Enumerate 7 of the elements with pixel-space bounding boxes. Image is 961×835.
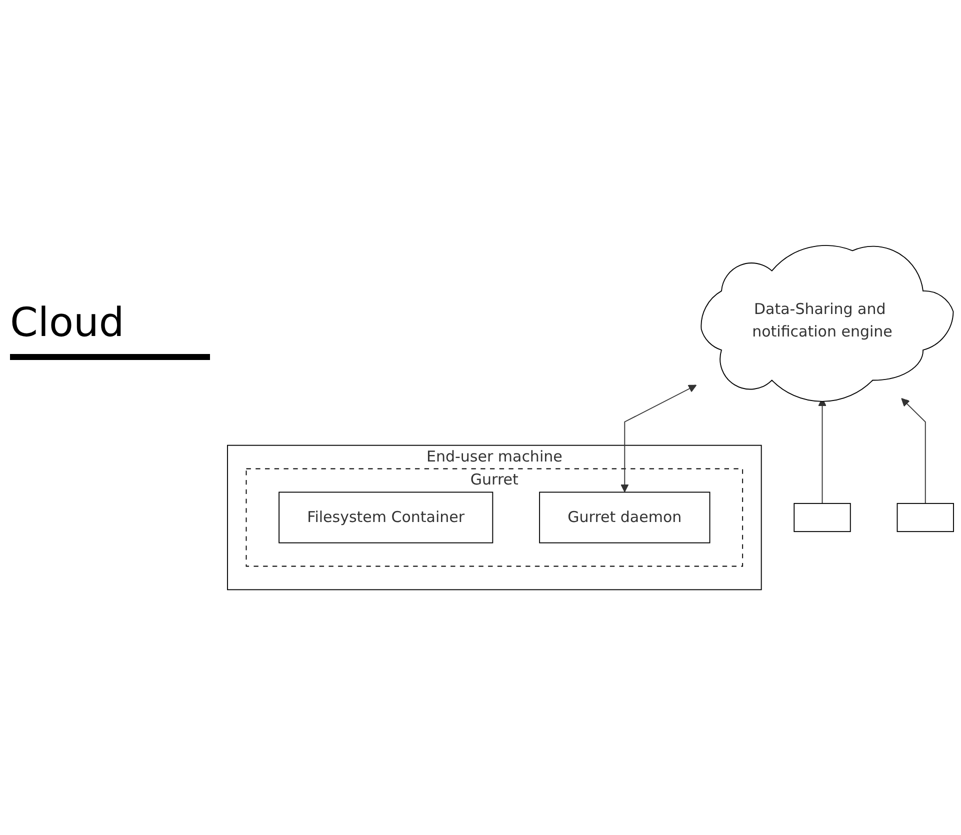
node-box [794,502,851,532]
section-label: Cloud [10,300,124,346]
arrow [620,384,697,492]
arrow [901,398,926,504]
node-box: Filesystem Container [278,492,494,544]
node-box [896,502,954,532]
node-box: Gurret daemon [539,492,710,544]
